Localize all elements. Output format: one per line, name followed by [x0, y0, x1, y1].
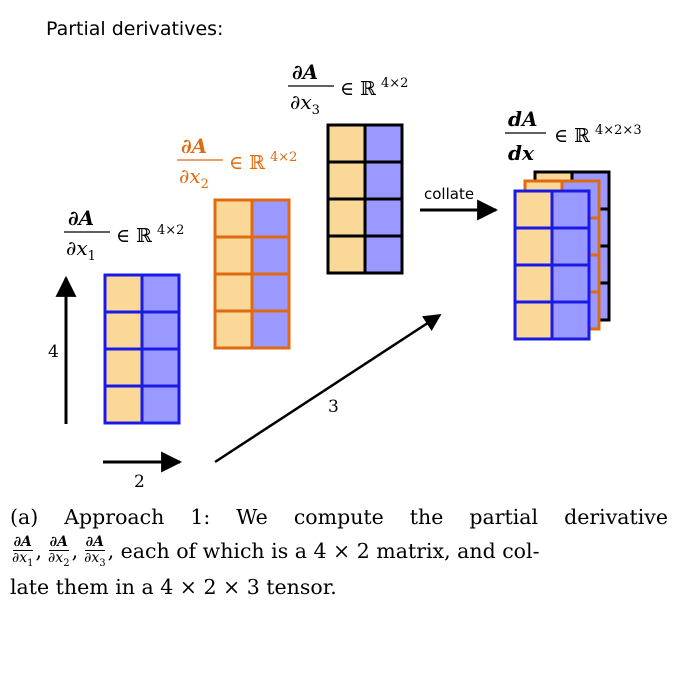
caption-word: 1: — [190, 505, 211, 529]
label-tensor: dA dx ∈ ℝ 4×2×3 — [505, 107, 642, 165]
svg-text:dx: dx — [508, 141, 535, 165]
svg-text:dA: dA — [508, 107, 538, 131]
diagram-canvas: 4 2 3 collate ∂A ∂x1 ∈ ℝ 4×2 ∂A ∂x2 ∈ ℝ … — [48, 60, 642, 492]
caption-word: We — [236, 505, 268, 529]
svg-text:∂x2: ∂x2 — [179, 164, 209, 192]
cols-label: 2 — [134, 472, 145, 492]
svg-text:∂A: ∂A — [181, 134, 207, 158]
heading: Partial derivatives: — [46, 18, 224, 40]
caption-line-2: ∂A∂x1,∂A∂x2,∂A∂x3, each of which is a 4 … — [12, 533, 540, 569]
svg-text:4×2: 4×2 — [381, 76, 408, 91]
svg-text:4×2: 4×2 — [157, 223, 184, 238]
svg-text:∈ ℝ: ∈ ℝ — [116, 225, 152, 247]
depth-arrow — [214, 313, 442, 464]
svg-text:∂x1: ∂x1 — [66, 236, 96, 264]
depth-label: 3 — [328, 397, 339, 417]
matrix-dx3 — [326, 123, 404, 275]
rows-label: 4 — [48, 342, 59, 362]
caption-word: Approach — [64, 505, 165, 529]
tensor-layer-1 — [513, 189, 591, 341]
svg-text:∂A: ∂A — [68, 206, 94, 230]
svg-text:∂A: ∂A — [292, 60, 318, 84]
caption-line-1: (a) Approach 1: We compute the partial d… — [10, 500, 668, 534]
caption-frac-3: ∂A∂x3 — [84, 533, 106, 569]
label-dx2: ∂A ∂x2 ∈ ℝ 4×2 — [177, 134, 297, 192]
caption-word: (a) — [10, 505, 39, 529]
svg-text:∈ ℝ: ∈ ℝ — [340, 78, 376, 100]
svg-text:∈ ℝ: ∈ ℝ — [229, 152, 265, 174]
svg-text:∂x3: ∂x3 — [290, 90, 320, 118]
caption-word: the — [409, 505, 444, 529]
tensor-stack — [513, 170, 611, 341]
caption-word: compute — [293, 505, 384, 529]
figure-caption: (a) Approach 1: We compute the partial d… — [10, 500, 668, 604]
caption-frac-1: ∂A∂x1 — [12, 533, 34, 569]
caption-line-3: late them in a 4 × 2 × 3 tensor. — [10, 575, 337, 600]
caption-line-2-text: , each of which is a 4 × 2 matrix, and c… — [107, 539, 540, 563]
matrix-dx1 — [103, 273, 181, 425]
matrix-dx2 — [213, 198, 291, 350]
svg-text:4×2×3: 4×2×3 — [595, 123, 642, 138]
label-dx1: ∂A ∂x1 ∈ ℝ 4×2 — [64, 206, 184, 264]
caption-frac-2: ∂A∂x2 — [48, 533, 70, 569]
caption-word: partial — [469, 505, 539, 529]
collate-label: collate — [424, 185, 474, 203]
svg-text:4×2: 4×2 — [270, 150, 297, 165]
caption-word: derivative — [564, 505, 668, 529]
label-dx3: ∂A ∂x3 ∈ ℝ 4×2 — [288, 60, 408, 118]
svg-text:∈ ℝ: ∈ ℝ — [554, 125, 590, 147]
